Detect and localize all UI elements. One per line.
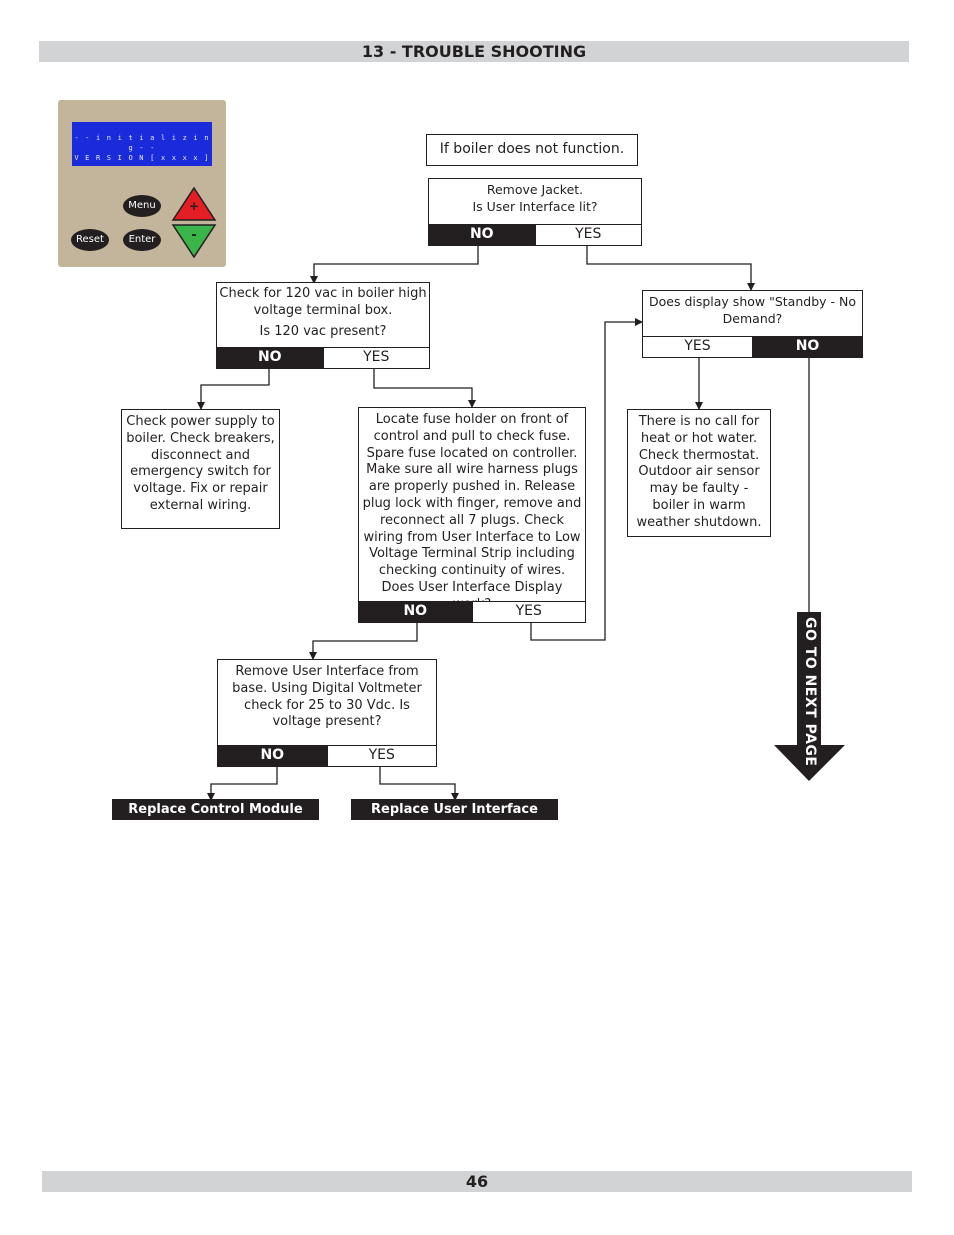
fuse-no-label: NO xyxy=(359,602,472,622)
plus-button[interactable]: + xyxy=(188,199,200,213)
standby-text: Does display show "Standby - No Demand? xyxy=(649,294,856,326)
voltmeter-question-box: Remove User Interface from base. Using D… xyxy=(217,659,437,767)
vac-question-box: Check for 120 vac in boiler high voltage… xyxy=(216,282,430,369)
plus-arrow-icon xyxy=(171,186,217,221)
vac-no-label: NO xyxy=(217,348,323,368)
reset-button[interactable]: Reset xyxy=(71,229,109,251)
standby-no-label: NO xyxy=(752,337,862,357)
start-box: If boiler does not function. xyxy=(426,134,638,166)
jacket-no-label: NO xyxy=(429,225,535,245)
connector-vac-no xyxy=(197,368,270,410)
next-page-arrow xyxy=(774,612,845,781)
vac-yes-label: YES xyxy=(322,348,429,368)
arrow-buttons xyxy=(171,186,217,259)
go-to-next-page: GO TO NEXT PAGE xyxy=(802,617,818,767)
replace-user-interface: Replace User Interface xyxy=(351,799,558,820)
start-text: If boiler does not function. xyxy=(439,141,625,157)
standby-yes-label: YES xyxy=(643,337,752,357)
connector-vac-yes xyxy=(373,368,476,408)
connector-fuse-no xyxy=(309,622,418,660)
power-text: Check power supply to boiler. Check brea… xyxy=(126,414,275,513)
connector-volt-no xyxy=(207,766,278,801)
minus-arrow-icon xyxy=(171,224,217,259)
lcd-line-1: - - i n i t i a l i z i n g - - xyxy=(74,134,210,152)
voltmeter-yes-label: YES xyxy=(326,746,436,766)
section-header: 13 - TROUBLE SHOOTING xyxy=(39,41,909,62)
menu-button[interactable]: Menu xyxy=(123,195,161,217)
voltmeter-no-label: NO xyxy=(218,746,327,766)
page-number: 46 xyxy=(465,1172,489,1191)
standby-question-box: Does display show "Standby - No Demand? … xyxy=(642,290,863,358)
connector-volt-yes xyxy=(379,766,459,801)
jacket-line-2: Is User Interface lit? xyxy=(472,198,598,214)
fuse-yes-label: YES xyxy=(471,602,585,622)
minus-button[interactable]: - xyxy=(191,228,197,243)
connector-jacket-yes xyxy=(586,245,755,291)
fuse-question-box: Locate fuse holder on front of control a… xyxy=(358,407,586,623)
jacket-question-box: Remove Jacket. Is User Interface lit? NO… xyxy=(428,178,642,246)
vac-line-1: Check for 120 vac in boiler high voltage… xyxy=(219,286,427,318)
connector-jacket-no xyxy=(310,245,479,284)
connector-fuse-yes xyxy=(530,318,643,641)
section-title: 13 - TROUBLE SHOOTING xyxy=(361,42,587,61)
jacket-yes-label: YES xyxy=(534,225,641,245)
page-footer: 46 xyxy=(42,1171,912,1192)
vac-line-2: Is 120 vac present? xyxy=(259,323,387,339)
nocall-text: There is no call for heat or hot water. … xyxy=(636,414,762,530)
control-panel-illustration: - - i n i t i a l i z i n g - - V E R S … xyxy=(58,100,226,267)
replace-control-module: Replace Control Module xyxy=(112,799,319,820)
voltmeter-text: Remove User Interface from base. Using D… xyxy=(232,664,422,730)
lcd-line-2: V E R S I O N [ x x x x ] xyxy=(74,154,210,162)
no-call-box: There is no call for heat or hot water. … xyxy=(627,409,771,537)
enter-button[interactable]: Enter xyxy=(123,229,161,251)
fuse-text: Locate fuse holder on front of control a… xyxy=(362,412,582,612)
power-supply-box: Check power supply to boiler. Check brea… xyxy=(121,409,280,529)
lcd-display: - - i n i t i a l i z i n g - - V E R S … xyxy=(72,122,212,166)
jacket-line-1: Remove Jacket. xyxy=(486,182,584,197)
